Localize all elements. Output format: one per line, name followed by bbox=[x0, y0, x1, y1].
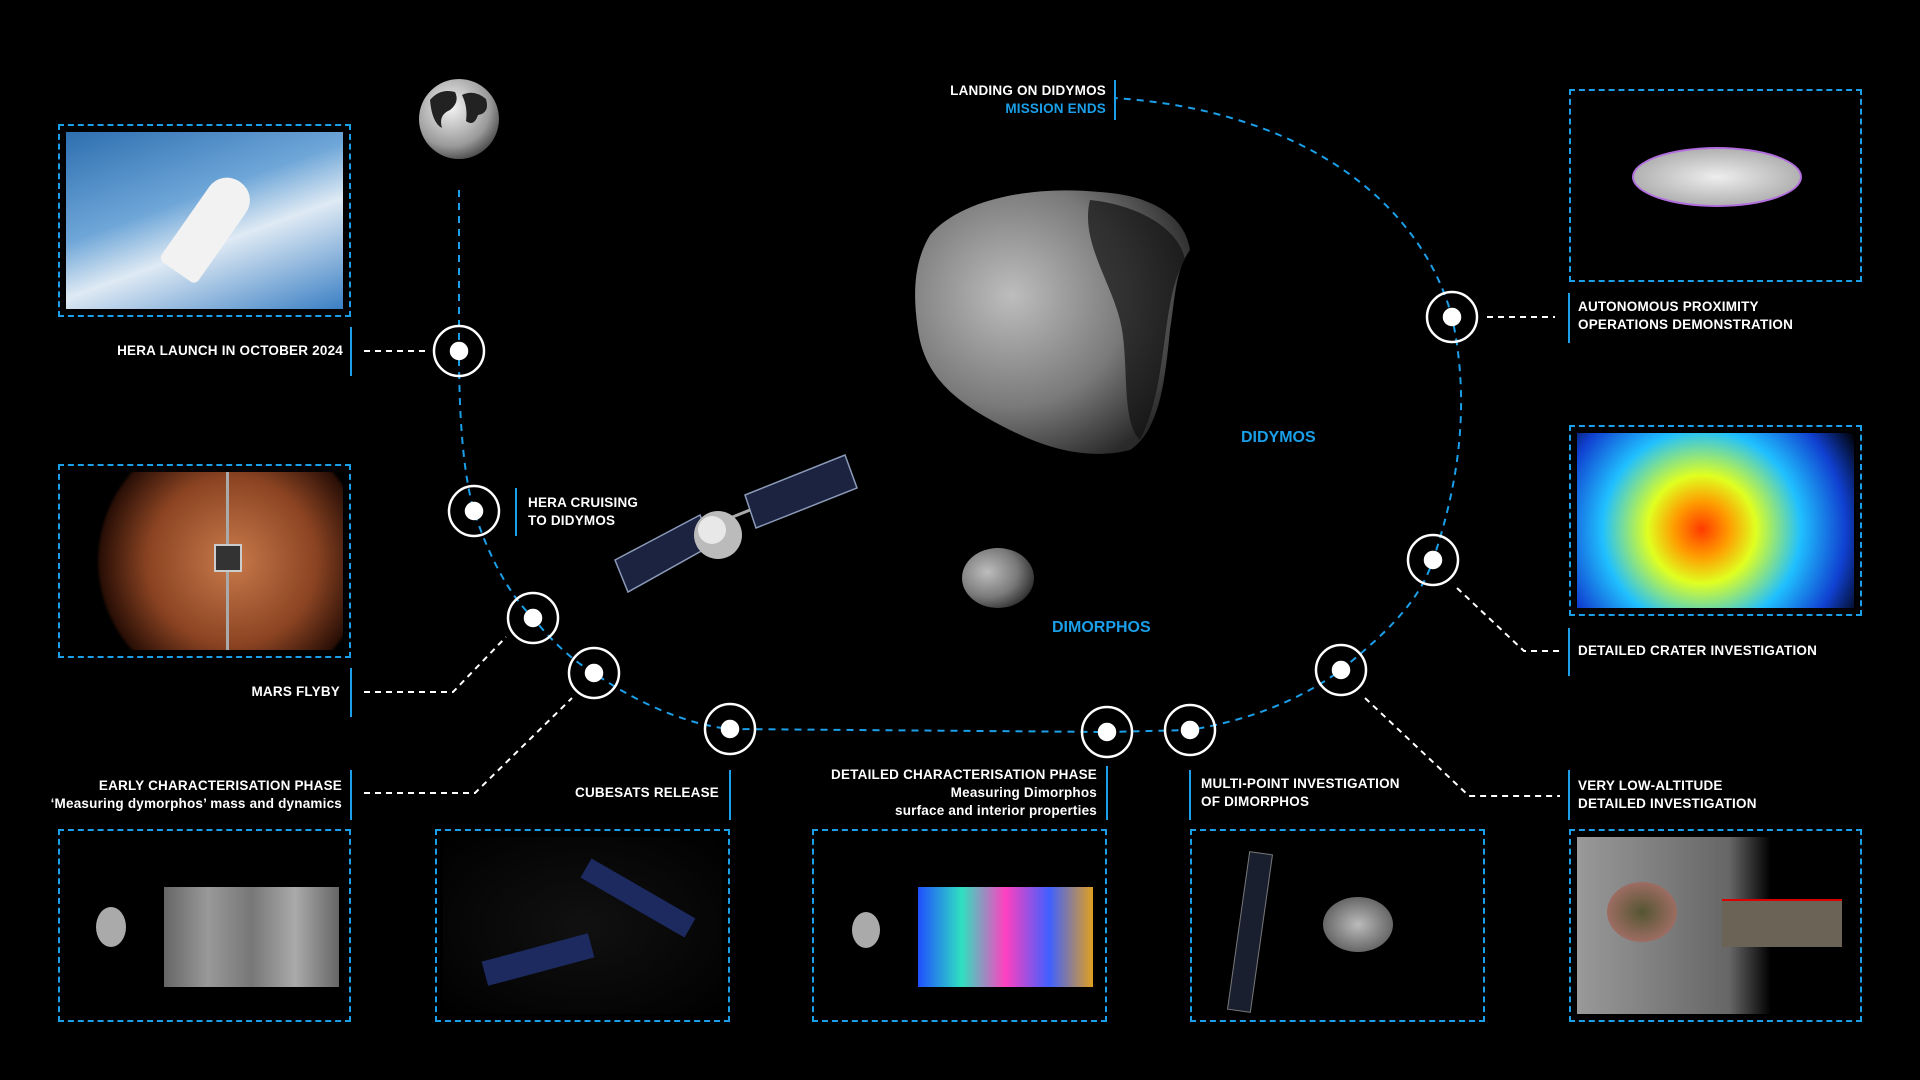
cubesats-bar bbox=[729, 770, 731, 820]
detailed-phase-sub2: surface and interior properties bbox=[894, 803, 1097, 818]
autonomous-line2: OPERATIONS DEMONSTRATION bbox=[1578, 317, 1794, 332]
launch-rocket-image bbox=[66, 132, 343, 309]
mission-ends-line: MISSION ENDS bbox=[1005, 101, 1106, 116]
cruising-label-line1: HERA CRUISING bbox=[528, 495, 639, 510]
multi-point-label: MULTI-POINT INVESTIGATION OF DIMORPHOS bbox=[1201, 775, 1400, 811]
early-bar bbox=[350, 770, 352, 820]
very-low-bar bbox=[1568, 770, 1570, 820]
mars-image-frame bbox=[58, 464, 351, 658]
early-phase-title: EARLY CHARACTERISATION PHASE bbox=[98, 778, 342, 793]
didymos-shape-model-image bbox=[1577, 97, 1854, 274]
multi-bar bbox=[1189, 770, 1191, 820]
detailed-phase-title: DETAILED CHARACTERISATION PHASE bbox=[831, 767, 1097, 782]
cruising-bar bbox=[515, 488, 517, 536]
launch-bar bbox=[350, 327, 352, 376]
launch-label: HERA LAUNCH IN OCTOBER 2024 bbox=[117, 343, 343, 358]
very-low-line2: DETAILED INVESTIGATION bbox=[1578, 796, 1757, 811]
launch-image-frame bbox=[58, 124, 351, 317]
cruising-label: HERA CRUISING TO DIDYMOS bbox=[528, 494, 638, 530]
very-low-altitude-image-frame bbox=[1569, 829, 1862, 1022]
landing-label: LANDING ON DIDYMOS MISSION ENDS bbox=[950, 82, 1106, 118]
connector-lines bbox=[364, 316, 1560, 797]
multi-point-image bbox=[1198, 837, 1477, 1014]
cruising-label-line2: TO DIDYMOS bbox=[528, 513, 616, 528]
detailed-bar bbox=[1106, 766, 1108, 820]
early-phase-image-frame bbox=[58, 829, 351, 1022]
mars-bar bbox=[350, 668, 352, 717]
multi-point-line2: OF DIMORPHOS bbox=[1201, 794, 1310, 809]
crater-image-frame bbox=[1569, 425, 1862, 616]
detailed-phase-image bbox=[820, 837, 1099, 1014]
cubesats-image bbox=[443, 837, 722, 1014]
landing-bar bbox=[1114, 80, 1116, 120]
trajectory-path bbox=[458, 97, 1463, 734]
timeline-nodes bbox=[432, 290, 1479, 759]
crater-bar bbox=[1568, 628, 1570, 676]
detailed-phase-image-frame bbox=[812, 829, 1107, 1022]
multi-point-image-frame bbox=[1190, 829, 1485, 1022]
didymos-label: DIDYMOS bbox=[1241, 429, 1316, 446]
cubesats-label: CUBESATS RELEASE bbox=[575, 785, 719, 800]
crater-heatmap-image bbox=[1577, 433, 1854, 608]
earth-globe-icon bbox=[419, 79, 499, 159]
dimorphos-label: DIMORPHOS bbox=[1052, 619, 1151, 636]
autonomous-line1: AUTONOMOUS PROXIMITY bbox=[1578, 299, 1759, 314]
mars-flyby-label: MARS FLYBY bbox=[251, 684, 340, 699]
detailed-phase-label: DETAILED CHARACTERISATION PHASE Measurin… bbox=[831, 766, 1097, 820]
multi-point-line1: MULTI-POINT INVESTIGATION bbox=[1201, 776, 1400, 791]
landing-line1: LANDING ON DIDYMOS bbox=[950, 83, 1106, 98]
autonomous-bar bbox=[1568, 293, 1570, 343]
very-low-line1: VERY LOW-ALTITUDE bbox=[1578, 778, 1723, 793]
dimorphos-asteroid bbox=[962, 548, 1034, 608]
very-low-altitude-image bbox=[1577, 837, 1854, 1014]
early-phase-label: EARLY CHARACTERISATION PHASE ‘Measuring … bbox=[51, 777, 342, 813]
cubesats-image-frame bbox=[435, 829, 730, 1022]
early-phase-subtitle: ‘Measuring dymorphos’ mass and dynamics bbox=[50, 796, 342, 811]
very-low-altitude-label: VERY LOW-ALTITUDE DETAILED INVESTIGATION bbox=[1578, 777, 1757, 813]
detailed-phase-sub1: Measuring Dimorphos bbox=[950, 785, 1097, 800]
mars-flyby-image bbox=[66, 472, 343, 650]
early-phase-image bbox=[66, 837, 343, 1014]
crater-label: DETAILED CRATER INVESTIGATION bbox=[1578, 643, 1818, 658]
hera-spacecraft bbox=[614, 454, 858, 594]
autonomous-label: AUTONOMOUS PROXIMITY OPERATIONS DEMONSTR… bbox=[1578, 298, 1793, 334]
autonomous-image-frame bbox=[1569, 89, 1862, 282]
